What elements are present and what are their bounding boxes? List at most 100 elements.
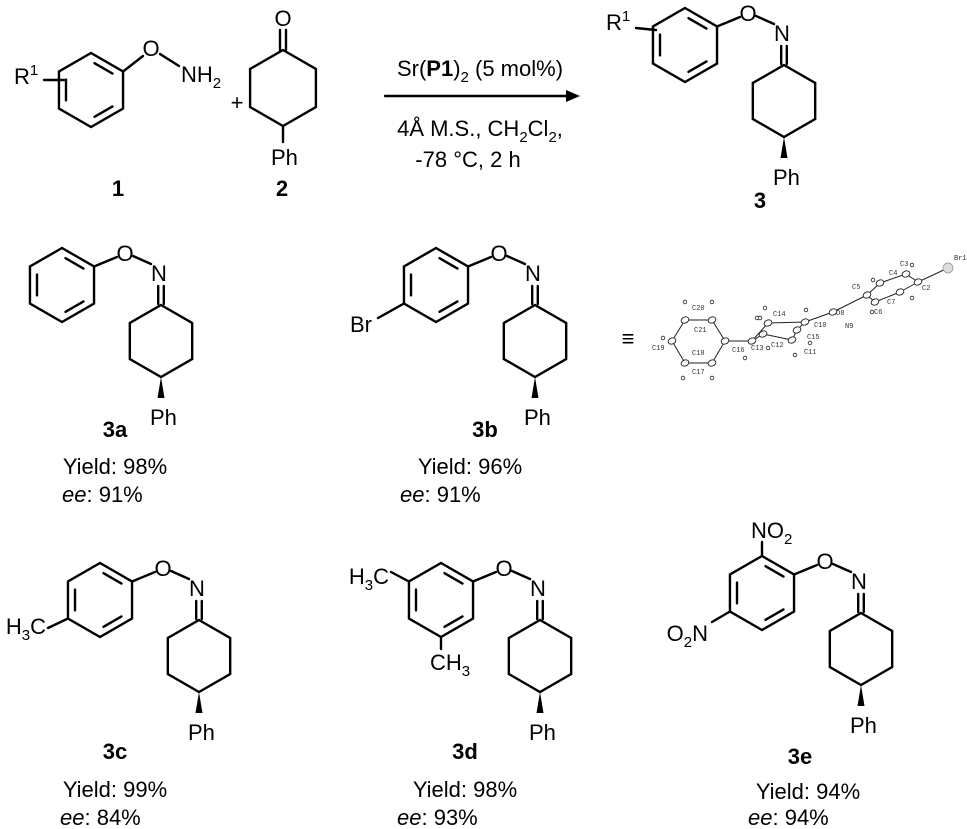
- crystal-atom-label: C14: [773, 311, 786, 319]
- crystal-atom-label: C19: [652, 345, 665, 353]
- methyl-substituent-part: 3: [22, 627, 30, 644]
- atom-ellipsoid: [800, 318, 810, 326]
- yield-text-part: 98%: [123, 454, 167, 479]
- ee-text: ee: 94%: [748, 805, 829, 829]
- methyl-substituent-part: C: [30, 614, 46, 639]
- hydrogen-atom: [742, 355, 748, 361]
- phenyl-label: Ph: [188, 720, 215, 745]
- crystal-atom-label: C5: [852, 284, 860, 292]
- solvent-conditions-part: 2: [519, 129, 527, 146]
- oxygen-atom-label: O: [816, 549, 833, 574]
- ee-text-part: : 91%: [86, 482, 142, 507]
- ee-text-part: : 94%: [772, 805, 828, 829]
- crystal-bond: [711, 319, 726, 342]
- phenyl-label-part: Ph: [271, 145, 298, 170]
- temperature-time-conditions-part: -78 °C, 2 h: [415, 147, 520, 172]
- catalyst-conditions: Sr(P1)2 (5 mol%): [397, 56, 563, 86]
- yield-text: Yield: 96%: [418, 454, 522, 479]
- crystal-atom-label: C13: [751, 345, 764, 353]
- yield-text: Yield: 99%: [63, 777, 167, 802]
- compound-number-part: 3e: [788, 744, 812, 769]
- nitro-substituent-part: O: [667, 621, 684, 646]
- ee-text: ee: 91%: [400, 482, 481, 507]
- crystal-atom-label: C10: [814, 322, 827, 330]
- catalyst-conditions-part: Sr(: [397, 56, 427, 81]
- crystal-atom-label: C3: [900, 261, 908, 269]
- aryl-o-bond: [471, 570, 498, 583]
- c-methyl-bond: [389, 570, 411, 583]
- crystal-bond: [767, 321, 806, 324]
- atom-ellipsoid: [667, 337, 677, 345]
- compound-number-part: 3b: [472, 417, 498, 442]
- yield-text-part: Yield:: [418, 454, 478, 479]
- compound-number-part: 3d: [452, 739, 478, 764]
- methyl-substituent-part: H: [6, 614, 22, 639]
- phenyl-label: Ph: [524, 405, 551, 430]
- crystal-atom-label: N9: [845, 323, 853, 331]
- phenyl-label-part: Ph: [529, 720, 556, 745]
- equivalence-symbol: ≡: [622, 326, 635, 351]
- methyl-substituent-part: CH: [430, 650, 462, 675]
- yield-text: Yield: 98%: [63, 454, 167, 479]
- yield-text-part: 94%: [816, 779, 860, 804]
- yield-text-part: Yield:: [756, 779, 816, 804]
- yield-text-part: 98%: [473, 777, 517, 802]
- compound-number-3: 3: [754, 188, 766, 213]
- crystal-atom-label: C12: [771, 342, 784, 350]
- o-n-bond: [510, 569, 532, 581]
- atom-ellipsoid: [895, 288, 905, 296]
- aromatic-double-bond: [102, 615, 123, 629]
- solvent-conditions-part: 2: [548, 129, 556, 146]
- hydrogen-atom: [709, 299, 715, 305]
- oxygen-atom-label-part: O: [142, 36, 159, 61]
- aromatic-double-bond: [443, 571, 464, 585]
- ee-text: ee: 91%: [62, 482, 143, 507]
- oxygen-atom-label: O: [274, 6, 291, 31]
- ee-text-part: : 93%: [421, 805, 477, 829]
- nitrogen-atom-label-part: N: [851, 569, 867, 594]
- yield-text-part: Yield:: [63, 777, 123, 802]
- nitrogen-atom-label: N: [525, 261, 541, 286]
- atom-ellipsoid: [707, 316, 717, 324]
- oxygen-atom-label: O: [495, 556, 512, 581]
- compound-number-part: 3a: [103, 417, 128, 442]
- stereo-wedge-bond: [531, 377, 539, 398]
- compound-number-2: 2: [276, 176, 288, 201]
- atom-ellipsoid: [875, 279, 885, 287]
- atom-ellipsoid: [763, 319, 773, 327]
- phenyl-label: Ph: [850, 713, 877, 738]
- aromatic-double-bond: [102, 571, 123, 585]
- yield-text-part: Yield:: [63, 454, 123, 479]
- solvent-conditions-part: Cl: [528, 116, 549, 141]
- compound-number: 3b: [472, 417, 498, 442]
- oxygen-atom-label: O: [739, 1, 756, 26]
- atom-ellipsoid: [792, 326, 802, 334]
- nitrogen-atom-label: N: [530, 576, 546, 601]
- hydrogen-atom: [757, 315, 763, 321]
- crystal-bond: [874, 291, 901, 303]
- plus-sign: +: [231, 90, 244, 115]
- compound-number: 3c: [103, 739, 127, 764]
- aryl-ring: [28, 246, 96, 324]
- nitro-substituent-part: N: [692, 621, 708, 646]
- aryl-o-bond: [92, 255, 119, 268]
- r1-substituent-label-part: R: [606, 10, 622, 35]
- oxygen-atom-label-part: O: [490, 241, 507, 266]
- ee-text-part: ee: [748, 805, 772, 829]
- crystal-atom-label: O8: [836, 310, 844, 318]
- equivalence-symbol-part: ≡: [622, 326, 635, 351]
- hydrogen-atom: [792, 352, 798, 358]
- crystal-bond: [762, 333, 793, 341]
- bromo-substituent-part: Br: [350, 312, 372, 337]
- catalyst-conditions-part: P1: [426, 56, 453, 81]
- ee-text-part: ee: [397, 805, 421, 829]
- ee-text-part: ee: [60, 805, 84, 829]
- crystal-atom-label: C2: [922, 285, 930, 293]
- crystal-bond: [917, 267, 949, 283]
- crystal-bond: [671, 340, 686, 364]
- oxygen-atom-label-part: O: [739, 1, 756, 26]
- aromatic-double-bond: [64, 256, 85, 270]
- hydrogen-atom: [709, 375, 715, 381]
